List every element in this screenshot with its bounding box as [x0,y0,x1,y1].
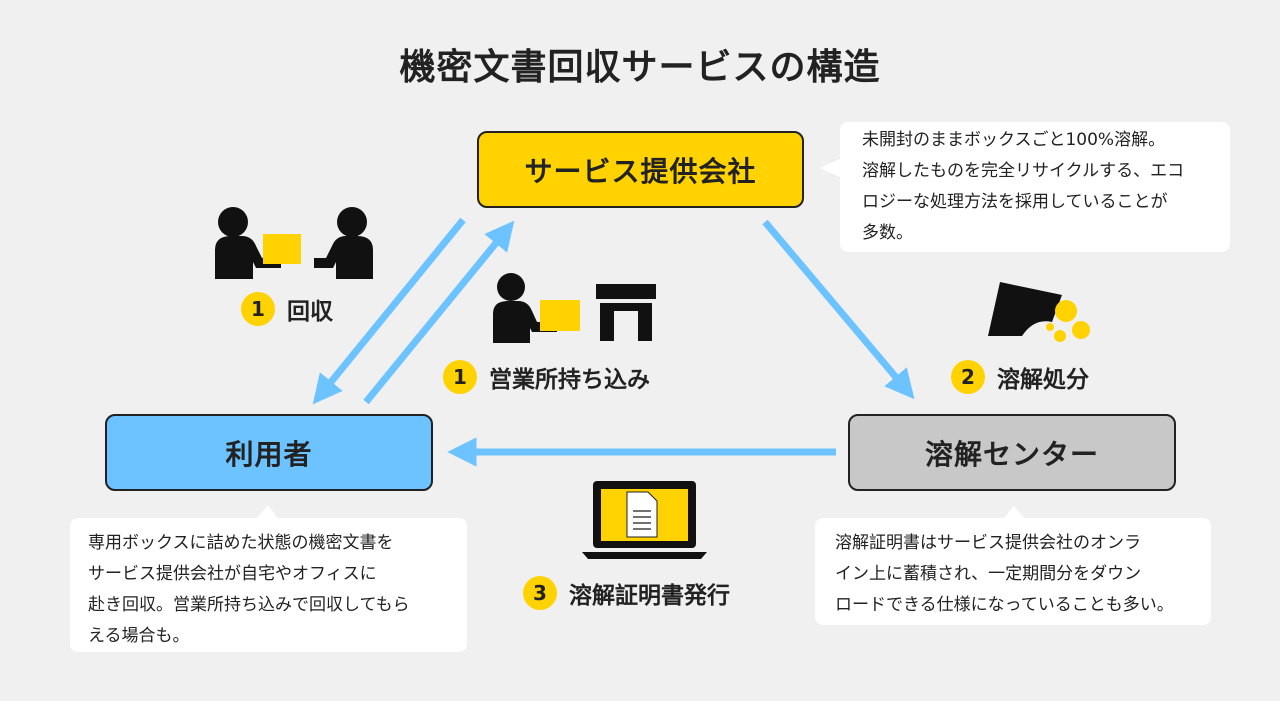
bubble-provider-note: 未開封のままボックスごと100%溶解。 溶解したものを完全リサイクルする、エコ … [840,122,1230,252]
step-number-badge: 1 [241,292,275,326]
bubble-center-note: 溶解証明書はサービス提供会社のオンラ イン上に蓄積され、一定期間分をダウン ロー… [815,518,1211,625]
step-label: 溶解証明書発行 [569,583,730,609]
step-number-badge: 1 [443,360,477,394]
bubble-line: イン上に蓄積され、一定期間分をダウン [835,564,1142,584]
bubble-line: 溶解証明書はサービス提供会社のオンラ [835,533,1141,553]
step-label: 営業所持ち込み [489,367,650,393]
bubble-line: 多数。 [862,223,913,243]
node-user: 利用者 [105,414,433,491]
bubble-user-note: 専用ボックスに詰めた状態の機密文書を サービス提供会社が自宅やオフィスに 赴き回… [70,518,467,652]
bubble-line: ロードできる仕様になっていることも多い。 [835,595,1174,615]
office-building-icon [596,284,656,341]
step-dissolve: 2 溶解処分 [951,360,1089,394]
step-certificate: 3 溶解証明書発行 [523,576,730,610]
laptop-document-icon [582,481,707,559]
bubble-line: 赴き回収。営業所持ち込みで回収してもら [88,595,410,615]
bubble-center-tail [1002,506,1026,520]
dissolving-document-icon [988,282,1090,342]
arrow-user-to-provider [363,220,515,405]
step-label: 溶解処分 [997,367,1089,393]
step-label: 回収 [287,299,333,325]
step-number-badge: 2 [951,360,985,394]
flow-arrows [312,217,915,467]
step-bring-in: 1 営業所持ち込み [443,360,650,394]
node-dissolution-center: 溶解センター [848,414,1176,491]
step-collect: 1 回収 [241,292,333,326]
bubble-line: える場合も。 [88,626,190,646]
node-service-provider: サービス提供会社 [477,131,804,208]
step-number-badge: 3 [523,576,557,610]
bubble-line: 溶解したものを完全リサイクルする、エコ [862,161,1185,181]
bubble-line: 専用ボックスに詰めた状態の機密文書を [88,533,394,553]
page-title: 機密文書回収サービスの構造 [399,47,881,88]
bubble-line: サービス提供会社が自宅やオフィスに [88,564,377,584]
person-carrying-box-icon [493,273,580,343]
bubble-line: ロジーな処理方法を採用していることが [862,192,1168,212]
bubble-user-tail [255,505,279,520]
bubble-provider-tail [820,158,842,178]
arrow-provider-to-center [762,219,915,400]
people-handover-box-icon [215,207,373,279]
bubble-line: 未開封のままボックスごと100%溶解。 [862,130,1166,150]
arrow-provider-to-user [312,217,466,405]
